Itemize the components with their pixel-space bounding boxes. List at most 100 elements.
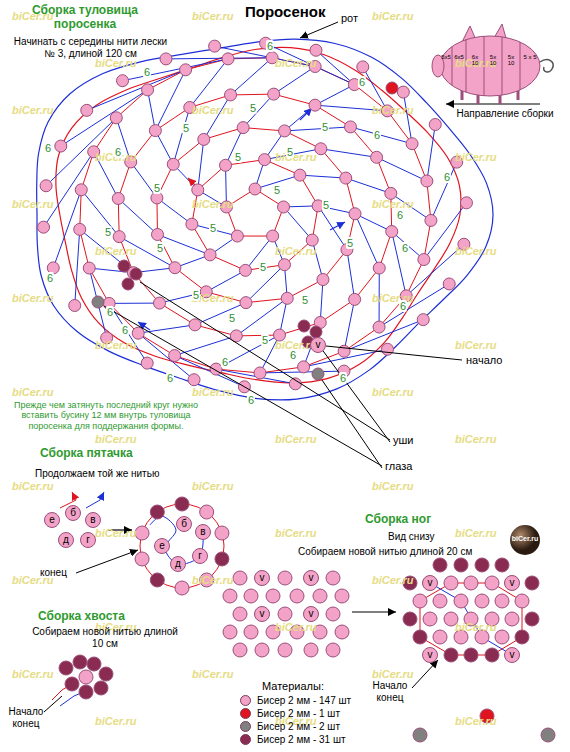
radial-thread-blue (231, 58, 273, 95)
bead (132, 327, 144, 339)
radial-thread-blue (175, 356, 245, 387)
watermark: biCer.ru (455, 621, 497, 633)
leg-thread-red (420, 583, 522, 655)
leg-bead (464, 576, 478, 590)
leg-bead (413, 630, 427, 644)
pig-section-label: 5x 10 (486, 54, 500, 66)
bead (74, 223, 86, 235)
bead (110, 112, 122, 124)
pig-section-label: 5 x 5 (523, 54, 537, 60)
instruction-note: Начинать с середины нити лески № 3, длин… (8, 36, 173, 59)
watermark: biCer.ru (95, 57, 137, 69)
section-heading: Сборка пятачка (40, 447, 133, 461)
legend-swatch (240, 708, 251, 719)
leg-bead (475, 594, 489, 608)
bead (38, 221, 50, 233)
radial-thread-blue (173, 107, 189, 164)
bead (349, 208, 361, 220)
tail-bead (73, 655, 87, 669)
row-count-number: 6 (106, 306, 114, 318)
radial-thread-blue (204, 95, 231, 139)
leg-bead (525, 612, 539, 626)
row-count-number: 6 (401, 242, 409, 254)
radial-thread-blue (89, 268, 106, 338)
watermark: biCer.ru (275, 527, 317, 539)
leg-bead (304, 643, 318, 657)
leg-bead (244, 625, 258, 639)
bead (239, 264, 251, 276)
bead (371, 151, 383, 163)
bead (237, 122, 249, 134)
leg-bead (304, 607, 318, 621)
outer-thread-blue (37, 39, 493, 400)
leg-bead (433, 594, 447, 608)
row-count-number: 5 (156, 242, 164, 254)
leg-bead (278, 607, 292, 621)
thread-direction (330, 222, 345, 230)
bead (151, 229, 163, 241)
radial-thread-blue (198, 139, 204, 190)
lettered-bead: в (85, 512, 101, 528)
bead-letter: v (428, 578, 433, 588)
bead-letter: г (86, 535, 90, 545)
bead (386, 226, 398, 238)
bead (268, 88, 280, 100)
row-count-number: 5 (286, 146, 294, 158)
bead (460, 197, 472, 209)
pig-icon (432, 24, 553, 104)
bead (281, 292, 293, 304)
watermark: biCer.ru (12, 198, 54, 210)
lettered-bead: v (504, 647, 520, 663)
lettered-bead: г (192, 548, 208, 564)
watermark: biCer.ru (372, 668, 414, 680)
row-count-number: 6 (46, 272, 54, 284)
row-count-number: 5 (228, 312, 236, 324)
bead (83, 262, 95, 274)
thread-direction (300, 108, 312, 120)
tail-bead (79, 670, 93, 684)
bead (142, 84, 154, 96)
bead-letter: б (70, 508, 76, 518)
leg-thread-blue (430, 583, 512, 655)
bead (81, 104, 93, 116)
direction-arrow (446, 104, 540, 105)
ear-bead (122, 278, 134, 290)
bead (315, 143, 327, 155)
bead-letter: г (198, 551, 202, 561)
pig-divider (520, 42, 521, 90)
callout-label: конец (40, 567, 67, 579)
sample-bead (541, 728, 555, 742)
watermark: biCer.ru (372, 386, 414, 398)
bead (278, 259, 290, 271)
ear-bead (130, 268, 142, 280)
materials-heading: Материалы: (262, 680, 324, 693)
watermark: biCer.ru (192, 480, 234, 492)
leg-bead (335, 625, 349, 639)
radial-thread-blue (109, 303, 159, 304)
lettered-bead: б (176, 516, 192, 532)
radial-thread-blue (243, 94, 274, 127)
bead (443, 278, 455, 290)
bead-letter: в (90, 515, 95, 525)
bead (209, 40, 221, 52)
diagram-title: Поросенок (245, 3, 326, 20)
bead (204, 249, 216, 261)
lettered-bead: б (65, 505, 81, 521)
bead (406, 138, 418, 150)
bead (198, 133, 210, 145)
row-count-number: 5 (153, 182, 161, 194)
watermark: biCer.ru (372, 10, 414, 22)
ring-thread-red (226, 189, 283, 236)
bead (225, 89, 237, 101)
callout-label: Начало конец (368, 680, 412, 703)
leg-bead (255, 571, 269, 585)
watermark: biCer.ru (192, 574, 234, 586)
watermark: biCer.ru (95, 715, 137, 727)
callout-label: Начало конец (4, 706, 48, 729)
bead (249, 183, 261, 195)
bead (149, 125, 161, 137)
leg-bead (233, 643, 247, 657)
bead (259, 154, 271, 166)
callout-label: уши (393, 434, 413, 447)
watermark: biCer.ru (192, 668, 234, 680)
